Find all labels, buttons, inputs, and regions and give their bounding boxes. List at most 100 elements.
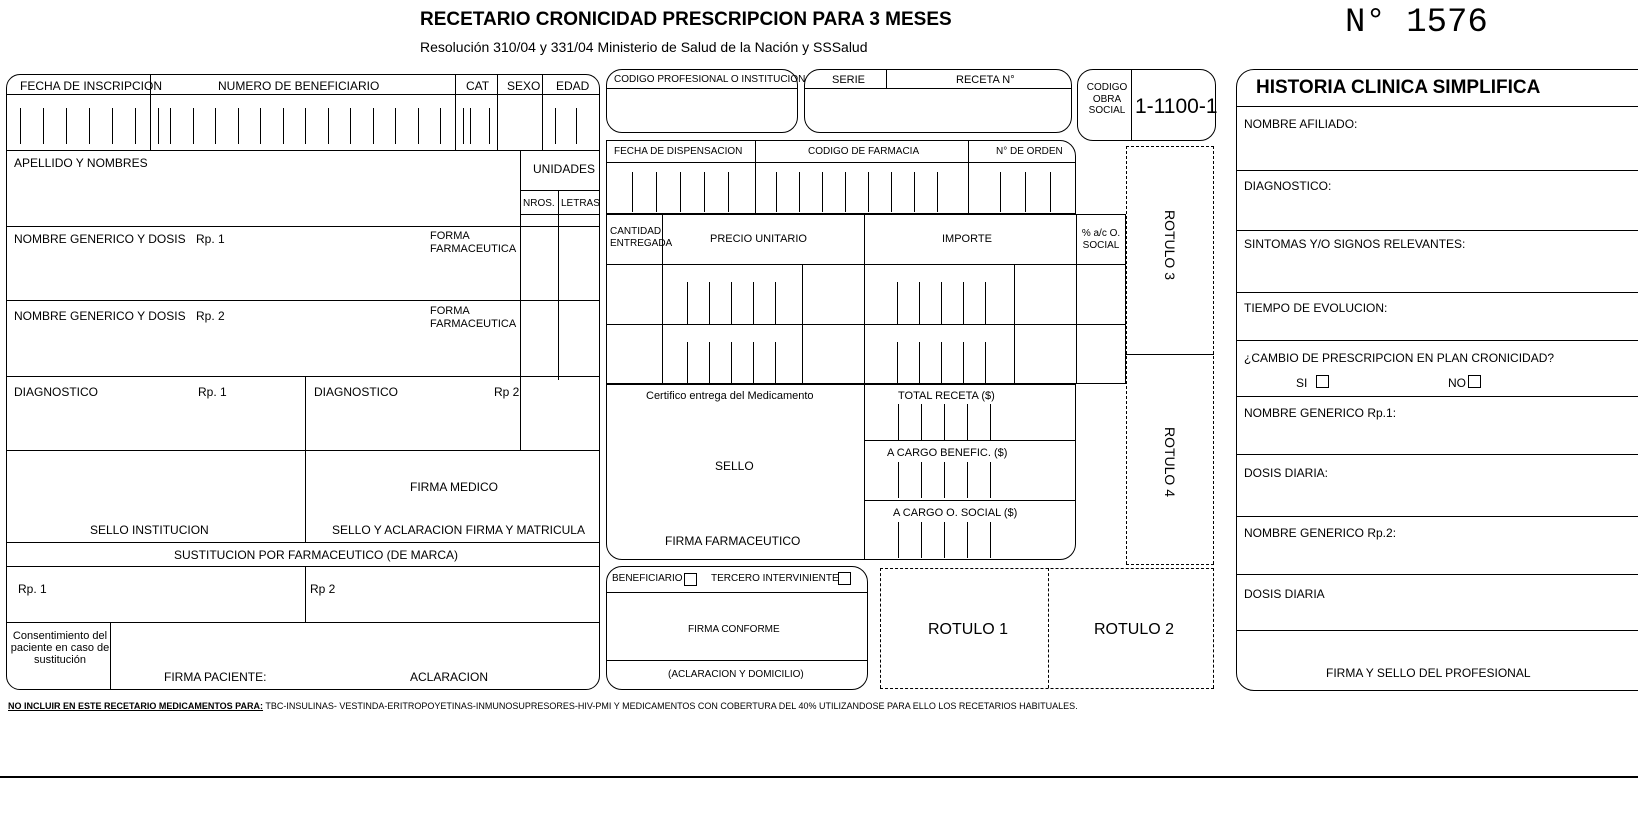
diagnostico-label: DIAGNOSTICO:	[1244, 179, 1332, 193]
importe-row2-ticks[interactable]	[897, 342, 986, 384]
precio-row1-ticks[interactable]	[687, 282, 776, 324]
bottom-rule	[0, 776, 1638, 778]
importe-label: IMPORTE	[942, 233, 992, 245]
rotulo1-label: ROTULO 1	[928, 621, 1009, 638]
certifico-box	[606, 384, 1076, 560]
fecha-inscripcion-ticks[interactable]	[20, 108, 159, 144]
aclaracion-label: ACLARACION	[410, 670, 489, 684]
precio-unitario-label: PRECIO UNITARIO	[710, 233, 807, 245]
sello-aclaracion-label: SELLO Y ACLARACION FIRMA Y MATRICULA	[332, 523, 585, 537]
rotulo4-label: ROTULO 4	[1162, 426, 1178, 497]
sexo-label: SEXO	[507, 79, 541, 93]
cambio-label: ¿CAMBIO DE PRESCRIPCION EN PLAN CRONICID…	[1244, 351, 1555, 365]
numero-beneficiario-label: NUMERO DE BENEFICIARIO	[218, 79, 380, 93]
edad-label: EDAD	[556, 79, 590, 93]
cat-label: CAT	[466, 79, 490, 93]
rp2-label: Rp. 2	[196, 309, 225, 323]
nombre-generico-2-label: NOMBRE GENERICO Y DOSIS	[14, 309, 186, 323]
firma-farmaceutico-label: FIRMA FARMACEUTICO	[665, 534, 801, 548]
cargo-osocial-label: A CARGO O. SOCIAL ($)	[893, 507, 1018, 519]
forma-2-label: FORMA FARMACEUTICA	[430, 305, 517, 330]
tercero-label: TERCERO INTERVINIENTE	[711, 573, 839, 584]
form-title: RECETARIO CRONICIDAD PRESCRIPCION PARA 3…	[420, 9, 952, 30]
aclaracion-domicilio-label: (ACLARACION Y DOMICILIO)	[668, 669, 804, 680]
n-orden-label: N° DE ORDEN	[996, 146, 1063, 157]
firma-sello-label: FIRMA Y SELLO DEL PROFESIONAL	[1326, 666, 1531, 680]
apellido-label: APELLIDO Y NOMBRES	[14, 156, 148, 170]
sello-institucion-label: SELLO INSTITUCION	[90, 523, 209, 537]
dispensacion-box	[606, 140, 1076, 214]
letras-label: LETRAS	[561, 198, 600, 209]
nombre-rp1-label: NOMBRE GENERICO Rp.1:	[1244, 406, 1397, 420]
historia-title: HISTORIA CLINICA SIMPLIFICA	[1256, 77, 1541, 98]
historia-clinica-section	[1236, 69, 1638, 691]
certifico-label: Certifico entrega del Medicamento	[646, 390, 814, 402]
firma-medico-label: FIRMA MEDICO	[410, 480, 499, 494]
tercero-checkbox[interactable]	[838, 572, 851, 585]
sust-rp1-label: Rp. 1	[18, 582, 47, 596]
no-checkbox[interactable]	[1468, 375, 1481, 388]
importe-row1-ticks[interactable]	[897, 282, 986, 324]
nombre-generico-1-label: NOMBRE GENERICO Y DOSIS	[14, 232, 186, 246]
obra-social-box	[1077, 69, 1216, 141]
cantidad-entregada-label: CANTIDAD ENTREGADA	[610, 226, 673, 249]
fecha-dispensacion-label: FECHA DE DISPENSACION	[614, 146, 743, 157]
edad-ticks[interactable]	[555, 108, 577, 144]
form-subtitle: Resolución 310/04 y 331/04 Ministerio de…	[420, 39, 868, 55]
codigo-farmacia-label: CODIGO DE FARMACIA	[808, 146, 920, 157]
footer-text: TBC-INSULINAS- VESTINDA-ERITROPOYETINAS-…	[265, 701, 1078, 711]
pct-osocial-label: % a/c O. SOCIAL	[1081, 228, 1121, 251]
footer-bold: NO INCLUIR EN ESTE RECETARIO MEDICAMENTO…	[8, 701, 264, 711]
numero-beneficiario-ticks[interactable]	[170, 108, 464, 144]
cat-ticks[interactable]	[470, 108, 490, 144]
rp1-label: Rp. 1	[196, 232, 225, 246]
fecha-dispensacion-ticks[interactable]	[632, 172, 729, 212]
cargo-benef-label: A CARGO BENEFIC. ($)	[887, 447, 1008, 459]
cargo-osocial-ticks[interactable]	[898, 522, 991, 558]
rotulo2-label: ROTULO 2	[1094, 621, 1175, 638]
no-label: NO	[1448, 376, 1466, 390]
total-receta-ticks[interactable]	[898, 404, 991, 440]
si-label: SI	[1296, 376, 1308, 390]
serie-receta-box	[804, 69, 1072, 133]
diagnostico-1-label: DIAGNOSTICO	[14, 385, 99, 399]
firma-conforme-label: FIRMA CONFORME	[688, 624, 780, 635]
sust-rp2-label: Rp 2	[310, 582, 336, 596]
consentimiento-label: Consentimiento del paciente en caso de s…	[10, 630, 110, 667]
sintomas-label: SINTOMAS Y/O SIGNOS RELEVANTES:	[1244, 237, 1466, 251]
diag-rp2-label: Rp 2	[494, 385, 520, 399]
unidades-label: UNIDADES	[533, 162, 596, 176]
codigo-obra-social-label: CODIGO OBRA SOCIAL	[1086, 82, 1128, 116]
nombre-rp2-label: NOMBRE GENERICO Rp.2:	[1244, 526, 1397, 540]
codigo-profesional-label: CODIGO PROFESIONAL O INSTITUCION	[614, 74, 806, 85]
diagnostico-2-label: DIAGNOSTICO	[314, 385, 399, 399]
codigo-profesional-box	[606, 69, 798, 133]
dosis2-label: DOSIS DIARIA	[1244, 587, 1325, 601]
patient-section	[6, 74, 600, 690]
tiempo-label: TIEMPO DE EVOLUCION:	[1244, 301, 1388, 315]
obra-social-code: 1-1100-1	[1135, 95, 1218, 118]
beneficiario-label: BENEFICIARIO	[612, 573, 683, 584]
fecha-inscripcion-label: FECHA DE INSCRIPCION	[20, 79, 163, 93]
forma-1-label: FORMA FARMACEUTICA	[430, 230, 517, 255]
codigo-farmacia-ticks[interactable]	[776, 172, 938, 212]
sello-label: SELLO	[715, 459, 754, 473]
precio-row2-ticks[interactable]	[687, 342, 776, 384]
n-orden-ticks[interactable]	[1000, 172, 1051, 212]
serie-label: SERIE	[832, 74, 866, 86]
footer-note: NO INCLUIR EN ESTE RECETARIO MEDICAMENTO…	[8, 702, 1078, 711]
nombre-afiliado-label: NOMBRE AFILIADO:	[1244, 117, 1358, 131]
receta-label: RECETA N°	[956, 74, 1015, 86]
beneficiario-box	[606, 566, 868, 690]
nros-label: NROS.	[523, 198, 555, 209]
diag-rp1-label: Rp. 1	[198, 385, 227, 399]
firma-paciente-label: FIRMA PACIENTE:	[164, 670, 267, 684]
rotulo3-label: ROTULO 3	[1162, 209, 1178, 280]
sustitucion-label: SUSTITUCION POR FARMACEUTICO (DE MARCA)	[174, 548, 459, 562]
si-checkbox[interactable]	[1316, 375, 1329, 388]
beneficiario-checkbox[interactable]	[684, 573, 697, 586]
total-receta-label: TOTAL RECETA ($)	[898, 390, 995, 402]
cargo-benef-ticks[interactable]	[898, 462, 991, 498]
pricing-table	[606, 214, 1126, 384]
form-number: N° 1576	[1345, 4, 1488, 42]
